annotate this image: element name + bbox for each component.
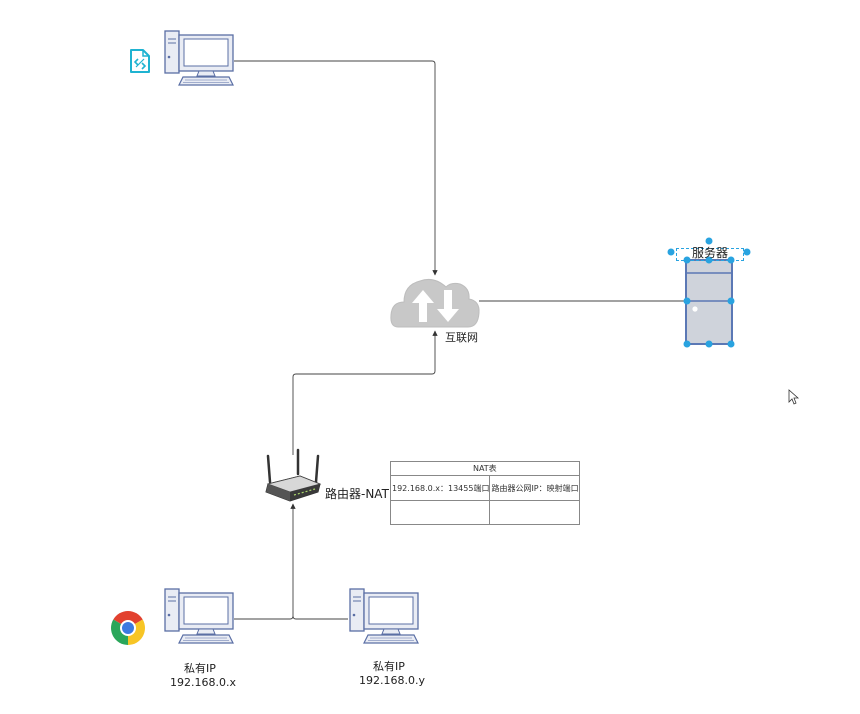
table-cell[interactable]	[489, 500, 580, 525]
desktop-computer-icon[interactable]	[164, 588, 234, 644]
table-cell[interactable]: 192.168.0.x：13455端口	[389, 475, 491, 501]
pc-x-label-line1: 私有IP	[184, 662, 216, 675]
table-row: 192.168.0.x：13455端口 路由器公网IP：映射端口	[389, 475, 580, 501]
desktop-computer-icon[interactable]	[349, 588, 419, 644]
server-label[interactable]: 服务器	[692, 246, 729, 260]
pc-x-label: 私有IP 192.168.0.x	[170, 662, 236, 690]
table-row	[389, 500, 580, 525]
mouse-cursor-icon	[788, 389, 800, 405]
table-cell[interactable]: 路由器公网IP：映射端口	[489, 475, 580, 501]
pc-y-label-line1: 私有IP	[373, 660, 405, 673]
internet-label: 互联网	[445, 331, 478, 344]
pc-y-label: 私有IP 192.168.0.y	[359, 660, 425, 688]
nat-table-title: NAT表	[390, 461, 580, 476]
server-tower-icon[interactable]	[685, 259, 733, 345]
connector-router-internet	[292, 330, 438, 455]
table-cell[interactable]	[389, 500, 491, 525]
desktop-computer-icon[interactable]	[164, 30, 234, 86]
pc-y-ip-text: 192.168.0.y	[359, 673, 425, 687]
server-label-selection[interactable]	[676, 248, 744, 261]
connector-toppc-internet	[234, 60, 438, 276]
nat-table[interactable]: NAT表 192.168.0.x：13455端口 路由器公网IP：映射端口	[389, 461, 580, 525]
pc-x-ip-text: 192.168.0.x	[170, 675, 236, 689]
wireless-router-icon[interactable]	[265, 448, 322, 502]
router-label: 路由器-NAT	[325, 487, 389, 501]
connector-pcs-router	[234, 503, 348, 620]
remote-desktop-app-icon[interactable]	[130, 49, 150, 73]
cloud-updown-icon[interactable]	[390, 279, 480, 328]
chrome-browser-icon[interactable]	[111, 605, 151, 647]
